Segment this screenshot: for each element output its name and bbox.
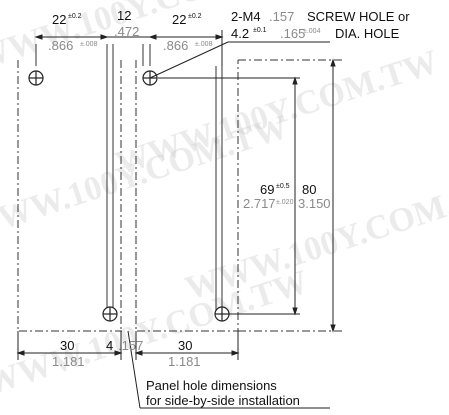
svg-text:Panel hole dimensions: Panel hole dimensions: [146, 378, 277, 393]
svg-text:30: 30: [60, 338, 74, 353]
svg-text:.157: .157: [269, 9, 294, 24]
hole-centerlines: [35, 44, 223, 312]
svg-text:±.020: ±.020: [276, 199, 294, 206]
dim-pitch: 69 ±0.5 2.717 ±.020: [243, 182, 294, 211]
dim-top-center: 12 .472: [114, 8, 139, 39]
svg-text:.157: .157: [118, 338, 143, 353]
svg-text:2-M4: 2-M4: [231, 9, 261, 24]
left-panel-outline: [17, 60, 122, 332]
hole-note: 2-M4 .157 SCREW HOLE or 4.2 ±0.1 .165 ±.…: [231, 9, 410, 41]
svg-text:.866: .866: [163, 38, 188, 53]
svg-text:±.008: ±.008: [80, 41, 98, 48]
dimension-lines: [16, 30, 336, 409]
svg-text:±0.1: ±0.1: [253, 27, 267, 34]
svg-text:22: 22: [52, 12, 66, 27]
svg-text:69: 69: [260, 182, 274, 197]
panel-note: Panel hole dimensions for side-by-side i…: [146, 378, 300, 408]
svg-text:±0.2: ±0.2: [188, 13, 202, 20]
svg-text:1.181: 1.181: [52, 354, 85, 369]
svg-text:30: 30: [178, 338, 192, 353]
svg-text:4: 4: [106, 338, 113, 353]
dim-top-right: 22 ±0.2 .866 ±.008: [163, 12, 213, 53]
svg-text:±0.5: ±0.5: [276, 183, 290, 190]
svg-text:DIA. HOLE: DIA. HOLE: [335, 26, 400, 41]
right-panel-outline: [135, 60, 239, 332]
dim-top-left: 22 ±0.2 .866 ±.008: [48, 12, 98, 53]
svg-text:4.2: 4.2: [231, 26, 249, 41]
dim-height: 80 3.150: [298, 182, 331, 211]
svg-text:3.150: 3.150: [298, 196, 331, 211]
dim-bottom-right: 30 1.181: [168, 338, 201, 369]
svg-text:±.008: ±.008: [195, 41, 213, 48]
svg-text:.866: .866: [48, 38, 73, 53]
dim-bottom-gap: 4 .157: [106, 338, 143, 353]
svg-text:SCREW HOLE or: SCREW HOLE or: [307, 9, 410, 24]
svg-text:±.004: ±.004: [303, 28, 321, 35]
svg-text:WWW.100Y.COM.TW: WWW.100Y.COM.TW: [0, 108, 293, 247]
panel-outlines: [17, 59, 345, 332]
svg-text:2.717: 2.717: [243, 196, 276, 211]
svg-text:.165: .165: [280, 26, 305, 41]
svg-text:80: 80: [302, 182, 316, 197]
svg-text:for side-by-side installation: for side-by-side installation: [146, 393, 300, 408]
extension-lines: [238, 59, 345, 332]
dim-bottom-left: 30 1.181: [52, 338, 85, 369]
svg-text:12: 12: [117, 8, 131, 23]
svg-text:1.181: 1.181: [168, 354, 201, 369]
svg-text:±0.2: ±0.2: [68, 13, 82, 20]
svg-text:.472: .472: [114, 24, 139, 39]
svg-text:22: 22: [172, 12, 186, 27]
